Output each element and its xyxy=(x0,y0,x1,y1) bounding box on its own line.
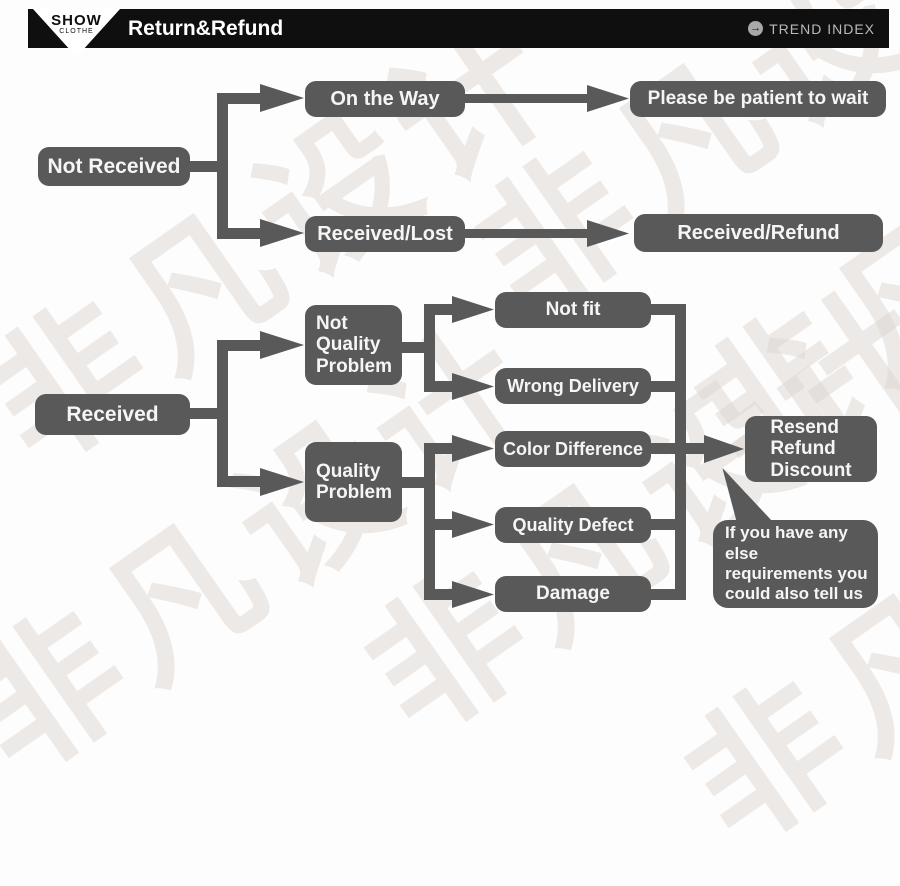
node-received: Received xyxy=(35,394,190,435)
arrow-head-icon xyxy=(704,435,744,463)
connector xyxy=(217,93,228,239)
connector xyxy=(649,381,681,392)
note-line2: requirements you xyxy=(725,564,868,583)
note-line3: could also tell us xyxy=(725,584,863,604)
node-damage-label: Damage xyxy=(536,583,610,604)
node-quality-problem-line2: Problem xyxy=(316,482,393,503)
node-not-fit-label: Not fit xyxy=(545,299,601,320)
connector xyxy=(217,228,262,239)
connector xyxy=(424,304,456,315)
brand-logo-bottom: CLOTHE xyxy=(59,28,94,35)
node-please-wait-label: Please be patient to wait xyxy=(647,88,869,109)
node-quality-problem-line1: Quality xyxy=(316,460,381,482)
circle-arrow-right-icon: → xyxy=(748,21,764,36)
connector xyxy=(465,229,589,238)
arrow-head-icon xyxy=(260,84,304,112)
node-on-the-way: On the Way xyxy=(305,81,465,117)
connector xyxy=(649,519,681,530)
node-color-difference: Color Difference xyxy=(495,431,651,467)
page-title: Return&Refund xyxy=(128,17,284,40)
trend-index-label: TREND INDEX xyxy=(769,20,875,37)
connector xyxy=(424,304,435,392)
node-not-quality-problem-line1: Not xyxy=(316,313,348,335)
note-bubble: If you have any else requirements you co… xyxy=(713,520,878,608)
arrow-head-icon xyxy=(587,85,629,112)
node-quality-problem: Quality Problem xyxy=(305,442,402,522)
node-not-fit: Not fit xyxy=(495,292,651,328)
arrow-head-icon xyxy=(587,220,629,247)
trend-index-group: → TREND INDEX xyxy=(748,9,875,48)
node-color-difference-label: Color Difference xyxy=(502,438,644,459)
node-not-received-label: Not Received xyxy=(47,154,181,178)
node-received-lost: Received/Lost xyxy=(305,216,465,252)
arrow-head-icon xyxy=(260,331,304,359)
node-received-lost-label: Received/Lost xyxy=(317,222,453,245)
node-please-wait: Please be patient to wait xyxy=(630,81,886,117)
node-received-refund-label: Received/Refund xyxy=(677,221,840,244)
node-resend-refund-discount: Resend Refund Discount xyxy=(745,416,877,482)
connector xyxy=(402,342,430,353)
node-not-quality-problem: Not Quality Problem xyxy=(305,305,402,385)
note-line1: If you have any else xyxy=(725,523,848,563)
connector xyxy=(217,340,228,486)
arrow-head-icon xyxy=(452,511,494,538)
node-not-received: Not Received xyxy=(38,147,190,186)
connector xyxy=(424,381,456,392)
brand-logo-top: SHOW xyxy=(51,12,102,29)
connector xyxy=(217,340,262,351)
arrow-head-icon xyxy=(452,296,494,323)
node-received-label: Received xyxy=(66,402,159,426)
connector xyxy=(217,476,262,487)
node-damage: Damage xyxy=(495,576,651,612)
connector xyxy=(649,304,681,315)
node-quality-defect-label: Quality Defect xyxy=(512,514,634,535)
connector xyxy=(424,519,456,530)
connector xyxy=(188,408,224,419)
arrow-head-icon xyxy=(452,581,494,608)
arrow-head-icon xyxy=(260,468,304,496)
node-result-line1: Resend xyxy=(770,417,839,439)
node-not-quality-problem-line3: Problem xyxy=(316,355,393,377)
connector xyxy=(424,443,456,454)
arrow-head-icon xyxy=(452,373,494,400)
connector xyxy=(188,161,224,172)
node-wrong-delivery-label: Wrong Delivery xyxy=(507,375,639,396)
node-on-the-way-label: On the Way xyxy=(330,87,440,110)
arrow-head-icon xyxy=(452,435,494,462)
node-not-quality-problem-line2: Quality xyxy=(316,334,381,356)
connector xyxy=(465,94,589,103)
node-result-line2: Refund xyxy=(770,438,836,460)
node-received-refund: Received/Refund xyxy=(634,214,883,252)
connector xyxy=(649,589,681,600)
connector xyxy=(217,93,262,104)
header-bar xyxy=(28,9,889,48)
node-quality-defect: Quality Defect xyxy=(495,507,651,543)
connector xyxy=(675,304,686,600)
connector xyxy=(402,477,430,488)
arrow-head-icon xyxy=(260,219,304,247)
node-result-line3: Discount xyxy=(770,459,852,481)
node-wrong-delivery: Wrong Delivery xyxy=(495,368,651,404)
connector xyxy=(424,589,456,600)
